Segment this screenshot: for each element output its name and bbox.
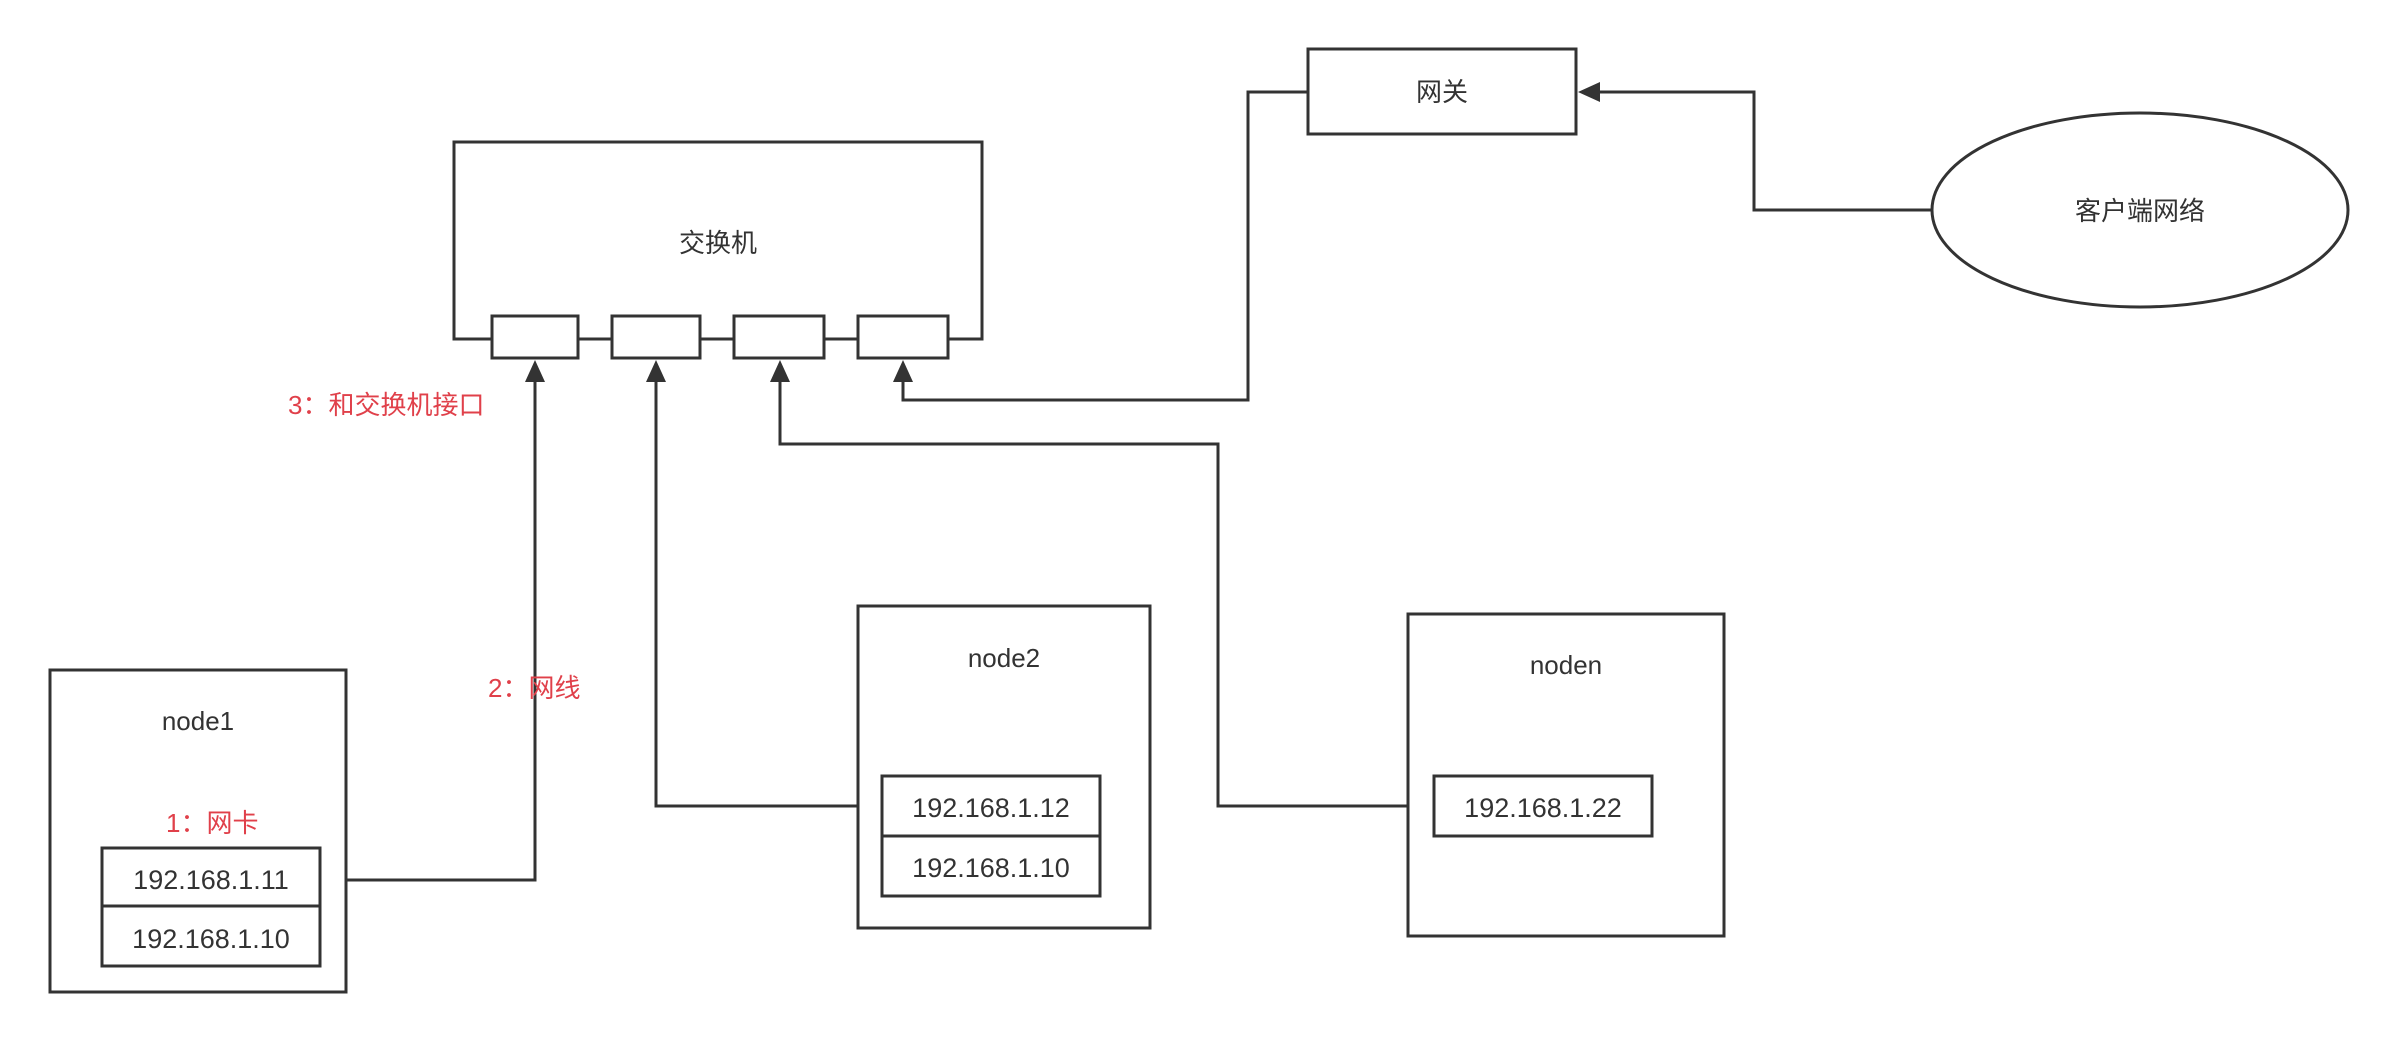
switch-port-2: [610, 314, 702, 360]
arrowhead-port3: [770, 360, 790, 382]
client-network-label: 客户端网络: [2075, 196, 2205, 226]
node1-ip-2: 192.168.1.10: [132, 924, 290, 954]
node2-label: node2: [968, 643, 1040, 673]
gateway-box: [1306, 47, 1578, 136]
arrowhead-port1: [525, 360, 545, 382]
gateway-label: 网关: [1416, 77, 1468, 107]
client-network-ellipse: [1930, 111, 2350, 309]
noden-nic: [1432, 774, 1654, 838]
arrowhead-port2: [646, 360, 666, 382]
node1-ip-1: 192.168.1.11: [133, 865, 289, 895]
cable-gateway-to-port4: [901, 90, 1308, 402]
cable-node1-to-port1: [322, 378, 537, 882]
gateway: 网关: [1306, 47, 1578, 136]
annotation-cable: 2：网线: [488, 673, 580, 703]
client-network: 客户端网络: [1930, 111, 2350, 309]
switch-port-1: [490, 314, 580, 360]
cable-node2-to-port2: [654, 378, 882, 808]
switch-label: 交换机: [679, 228, 757, 258]
annotation-nic: 1：网卡: [166, 808, 258, 838]
switch-port-3: [732, 314, 826, 360]
noden-ip-1: 192.168.1.22: [1464, 793, 1622, 823]
node2-ip-1: 192.168.1.12: [912, 793, 1070, 823]
arrowhead-gateway: [1578, 82, 1600, 102]
link-client-to-gateway: [1598, 90, 1932, 212]
switch: 交换机: [452, 140, 984, 360]
node-node1: node1 192.168.1.11 192.168.1.10: [48, 668, 348, 994]
node-noden: noden 192.168.1.22: [1406, 612, 1726, 938]
node-node2: node2 192.168.1.12 192.168.1.10: [856, 604, 1152, 930]
node1-label: node1: [162, 706, 234, 736]
switch-port-4: [856, 314, 950, 360]
arrowhead-port4: [893, 360, 913, 382]
noden-label: noden: [1530, 650, 1602, 680]
cable-noden-to-port3: [778, 378, 1434, 808]
annotation-switch-port: 3：和交换机接口: [288, 390, 484, 420]
switch-outline: [452, 140, 984, 341]
node2-ip-2: 192.168.1.10: [912, 853, 1070, 883]
